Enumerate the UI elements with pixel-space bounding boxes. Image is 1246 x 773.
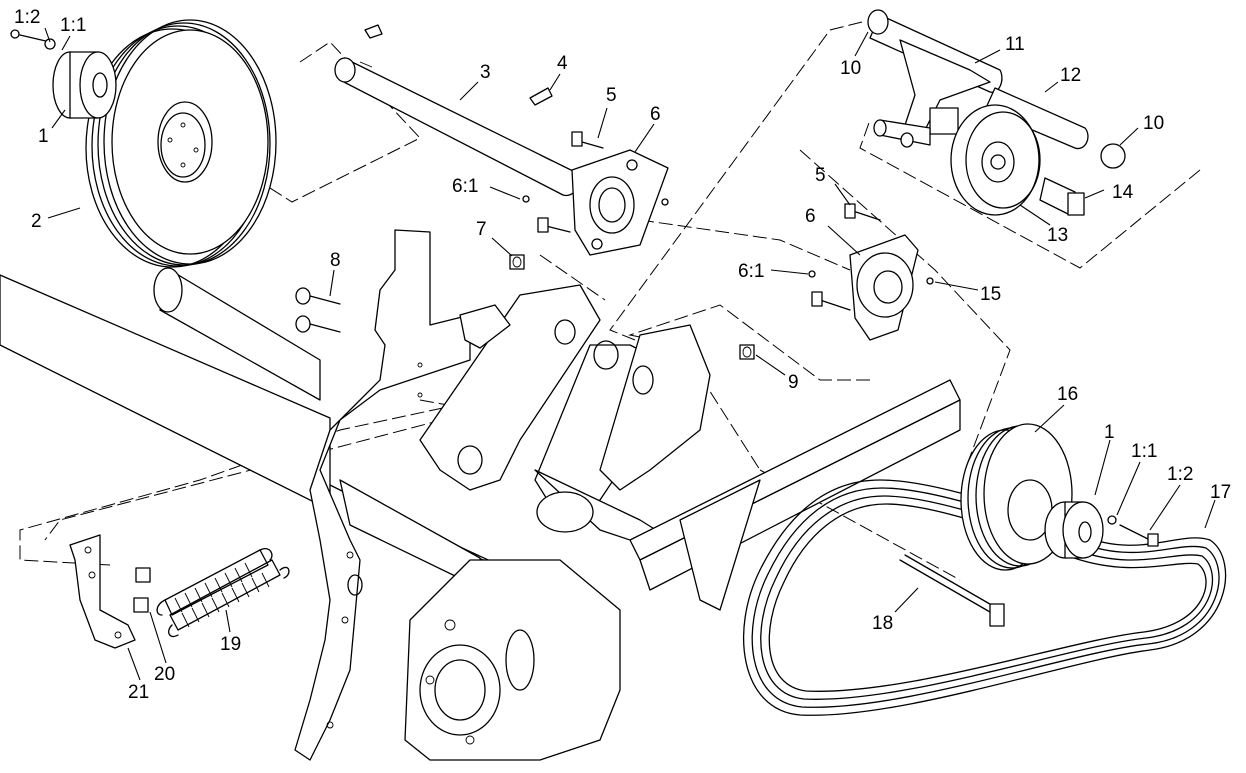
- callout-21: 21: [128, 682, 149, 703]
- callout-5-lower: 5: [815, 165, 826, 186]
- flange-bearing-lower: [808, 203, 934, 341]
- main-frame: [0, 229, 961, 761]
- callout-6-1-lower: 6:1: [738, 261, 764, 282]
- callout-10-lower: 10: [1143, 113, 1164, 134]
- tensioner-assembly: [867, 9, 1126, 216]
- shaft: [334, 57, 579, 197]
- drive-pulley-right: [960, 423, 1159, 571]
- callout-1-1-lower: 1:1: [1131, 441, 1157, 462]
- callout-11: 11: [1005, 34, 1025, 55]
- callout-6-upper: 6: [650, 104, 661, 125]
- callout-4: 4: [557, 53, 568, 74]
- flange-bearing-upper: [522, 131, 669, 256]
- nut-9: [739, 344, 755, 360]
- callout-1-2-upper: 1:2: [14, 7, 40, 28]
- large-pulley: [85, 19, 277, 268]
- callout-labels: 1:2 1:1 1 2 3 4 5 6 6:1 7 8 9 10 11 12 1…: [14, 7, 1231, 703]
- leader-lines: [44, 27, 1216, 681]
- callout-6-1-upper: 6:1: [452, 176, 478, 197]
- callout-9: 9: [788, 372, 799, 393]
- callout-2: 2: [31, 211, 42, 232]
- long-bolt: [899, 554, 1005, 627]
- callout-12: 12: [1060, 65, 1081, 86]
- spring-bracket: [69, 534, 151, 649]
- callout-1-lower: 1: [1104, 422, 1115, 443]
- callout-19: 19: [220, 634, 241, 655]
- bolts-8: [295, 287, 341, 333]
- callout-16: 16: [1057, 384, 1078, 405]
- callout-8: 8: [330, 250, 341, 271]
- callout-1-2-lower: 1:2: [1167, 464, 1193, 485]
- callout-7: 7: [476, 219, 487, 240]
- callout-20: 20: [154, 664, 175, 685]
- tension-springs: [156, 548, 290, 638]
- callout-14: 14: [1112, 182, 1134, 203]
- woodruff-key: [529, 87, 553, 106]
- callout-1-upper: 1: [38, 126, 49, 147]
- callout-6-lower: 6: [805, 206, 816, 227]
- callout-5-upper: 5: [606, 85, 617, 106]
- callout-1-1-upper: 1:1: [60, 15, 86, 36]
- callout-18: 18: [872, 613, 893, 634]
- callout-13: 13: [1047, 225, 1068, 246]
- callout-17: 17: [1210, 482, 1231, 503]
- callout-15: 15: [980, 284, 1001, 305]
- nut-7: [509, 254, 525, 270]
- callout-3: 3: [480, 62, 491, 83]
- woodruff-key-top: [364, 24, 383, 39]
- callout-10-upper: 10: [840, 58, 861, 79]
- hub-upper-left: [10, 29, 117, 119]
